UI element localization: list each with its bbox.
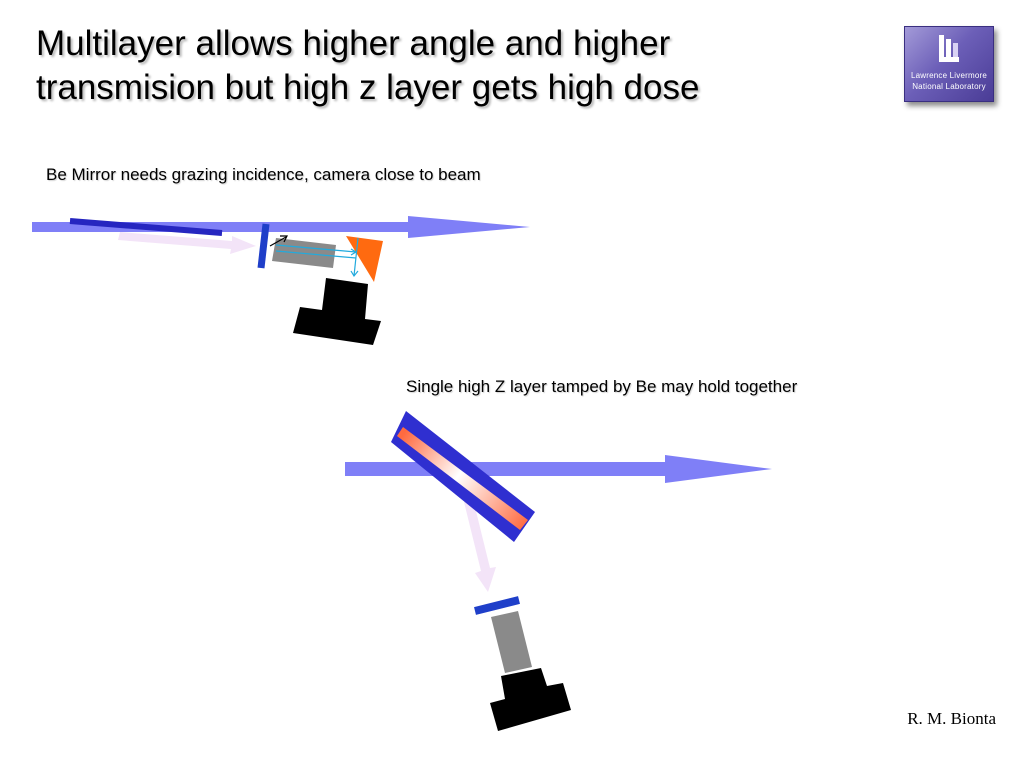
turning-prism: [346, 236, 383, 282]
title-line-1: Multilayer allows higher angle and highe…: [36, 24, 671, 63]
detector-plate-top: [257, 223, 270, 269]
be-mirror-setup: [32, 216, 530, 345]
light-rays: [275, 237, 359, 278]
xray-beam-arrow-bottom: [345, 455, 772, 483]
scintillator-bottom: [491, 611, 532, 673]
caption-be-mirror: Be Mirror needs grazing incidence, camer…: [46, 165, 481, 184]
llnl-logo: Lawrence Livermore National Laboratory: [904, 26, 994, 102]
reflected-beam-bottom: [464, 499, 496, 592]
camera-bottom: [490, 668, 571, 731]
reflected-beam-top: [118, 232, 256, 254]
title-line-2: transmision but high z layer gets high d…: [36, 68, 700, 107]
logo-text-line-1: Lawrence Livermore: [910, 71, 988, 80]
caption-high-z-layer: Single high Z layer tamped by Be may hol…: [406, 377, 798, 396]
slide-title: Multilayer allows higher angle and highe…: [36, 22, 876, 110]
incoming-ray-arrow: [269, 235, 288, 247]
high-z-layer-setup: [345, 411, 772, 731]
logo-text-line-2: National Laboratory: [912, 82, 986, 91]
be-mirror: [69, 218, 223, 236]
xray-beam-arrow-top: [32, 216, 530, 238]
llnl-emblem-icon: [939, 35, 959, 62]
author-credit: R. M. Bionta: [907, 709, 996, 728]
high-z-foil: [397, 427, 528, 530]
detector-plate-bottom: [474, 596, 520, 615]
camera-top: [293, 278, 381, 345]
